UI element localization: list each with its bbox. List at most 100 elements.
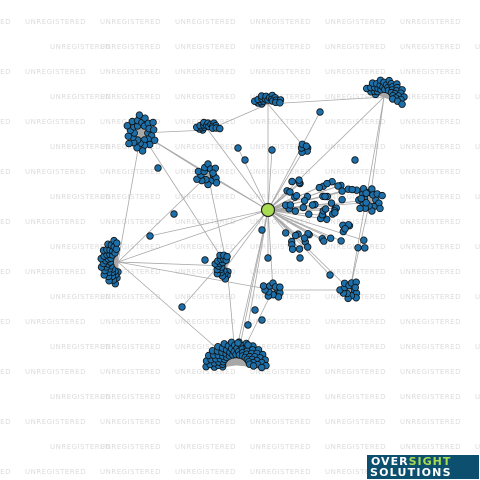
network-node[interactable] (323, 179, 331, 188)
network-node[interactable] (334, 182, 342, 190)
network-node[interactable] (378, 191, 386, 200)
network-node[interactable] (320, 237, 328, 245)
network-node[interactable] (244, 341, 252, 349)
network-node[interactable] (138, 147, 147, 155)
network-node[interactable] (300, 234, 309, 242)
network-node[interactable] (356, 204, 364, 213)
network-node[interactable] (201, 256, 209, 264)
network-node[interactable] (216, 124, 224, 133)
network-node[interactable] (357, 194, 365, 203)
watermark-text: UNREGISTERED (50, 393, 111, 401)
watermark-text: UNREGISTERED (400, 68, 461, 76)
watermark-text: UNREGISTERED (250, 343, 311, 351)
network-node[interactable] (351, 283, 359, 292)
network-node[interactable] (360, 236, 368, 244)
network-node[interactable] (362, 198, 370, 207)
network-node[interactable] (135, 111, 144, 119)
watermark-text: UNREGISTERED (475, 243, 480, 251)
network-node[interactable] (295, 176, 303, 184)
network-node[interactable] (288, 177, 296, 186)
network-node[interactable] (249, 362, 258, 370)
network-node[interactable] (258, 316, 266, 324)
network-node[interactable] (241, 156, 249, 164)
watermark-text: UNREGISTERED (0, 318, 11, 326)
network-node[interactable] (316, 108, 324, 116)
network-node[interactable] (338, 195, 346, 204)
network-node[interactable] (276, 99, 284, 107)
network-node[interactable] (259, 282, 268, 290)
network-node[interactable] (149, 126, 158, 134)
network-node[interactable] (331, 209, 339, 217)
network-node[interactable] (326, 271, 334, 279)
watermark-text: UNREGISTERED (325, 418, 386, 426)
network-node[interactable] (351, 156, 359, 164)
network-node[interactable] (141, 114, 149, 122)
network-node[interactable] (337, 237, 345, 245)
network-node[interactable] (258, 226, 266, 234)
network-node[interactable] (223, 252, 231, 261)
network-node[interactable] (133, 144, 141, 152)
network-node[interactable] (291, 231, 300, 240)
network-node[interactable] (288, 245, 297, 253)
watermark-text: UNREGISTERED (175, 43, 236, 51)
network-node[interactable] (327, 234, 335, 242)
watermark-text: UNREGISTERED (100, 93, 161, 101)
network-node[interactable] (258, 363, 266, 372)
network-node[interactable] (354, 244, 362, 252)
network-node[interactable] (362, 189, 370, 197)
network-node[interactable] (251, 306, 259, 314)
network-node[interactable] (264, 254, 272, 262)
network-node[interactable] (113, 239, 121, 247)
network-node[interactable] (154, 164, 162, 172)
watermark-text: UNREGISTERED (400, 418, 461, 426)
network-node[interactable] (295, 245, 304, 253)
network-node[interactable] (112, 245, 121, 253)
network-node[interactable] (268, 146, 276, 154)
network-node[interactable] (315, 183, 323, 192)
network-edge (207, 129, 269, 211)
network-node[interactable] (209, 169, 217, 177)
network-node[interactable] (149, 118, 157, 127)
network-node[interactable] (146, 232, 154, 240)
network-node[interactable] (276, 283, 284, 291)
network-node[interactable] (304, 243, 312, 251)
network-node[interactable] (341, 225, 349, 233)
network-node[interactable] (178, 303, 186, 311)
network-node[interactable] (321, 192, 329, 201)
network-node[interactable] (300, 196, 309, 205)
network-node[interactable] (368, 185, 376, 193)
network-node[interactable] (244, 321, 252, 329)
network-node[interactable] (302, 142, 311, 150)
network-edge (117, 209, 269, 263)
network-node[interactable] (282, 229, 290, 237)
network-node[interactable] (234, 144, 242, 152)
network-node[interactable] (286, 188, 294, 196)
network-node[interactable] (308, 201, 317, 209)
network-node[interactable] (376, 204, 384, 213)
network-edge (267, 209, 324, 242)
network-node[interactable] (234, 339, 242, 347)
watermark-text: UNREGISTERED (175, 193, 236, 201)
network-node[interactable] (296, 254, 304, 262)
watermark-text: UNREGISTERED (250, 168, 311, 176)
watermark-text: UNREGISTERED (175, 293, 236, 301)
watermark-text: UNREGISTERED (475, 193, 480, 201)
network-node[interactable] (299, 203, 307, 212)
network-node[interactable] (361, 244, 369, 252)
network-node[interactable] (125, 139, 133, 148)
network-node[interactable] (398, 100, 406, 108)
watermark-text: UNREGISTERED (0, 418, 11, 426)
network-node[interactable] (292, 191, 301, 200)
network-node[interactable] (348, 185, 356, 194)
hub-node[interactable] (260, 202, 276, 218)
watermark-text: UNREGISTERED (0, 18, 11, 26)
network-node[interactable] (170, 210, 178, 218)
network-node[interactable] (327, 199, 336, 207)
network-node[interactable] (286, 201, 295, 209)
network-node[interactable] (291, 207, 299, 215)
network-node[interactable] (305, 210, 313, 218)
network-node[interactable] (321, 205, 330, 213)
